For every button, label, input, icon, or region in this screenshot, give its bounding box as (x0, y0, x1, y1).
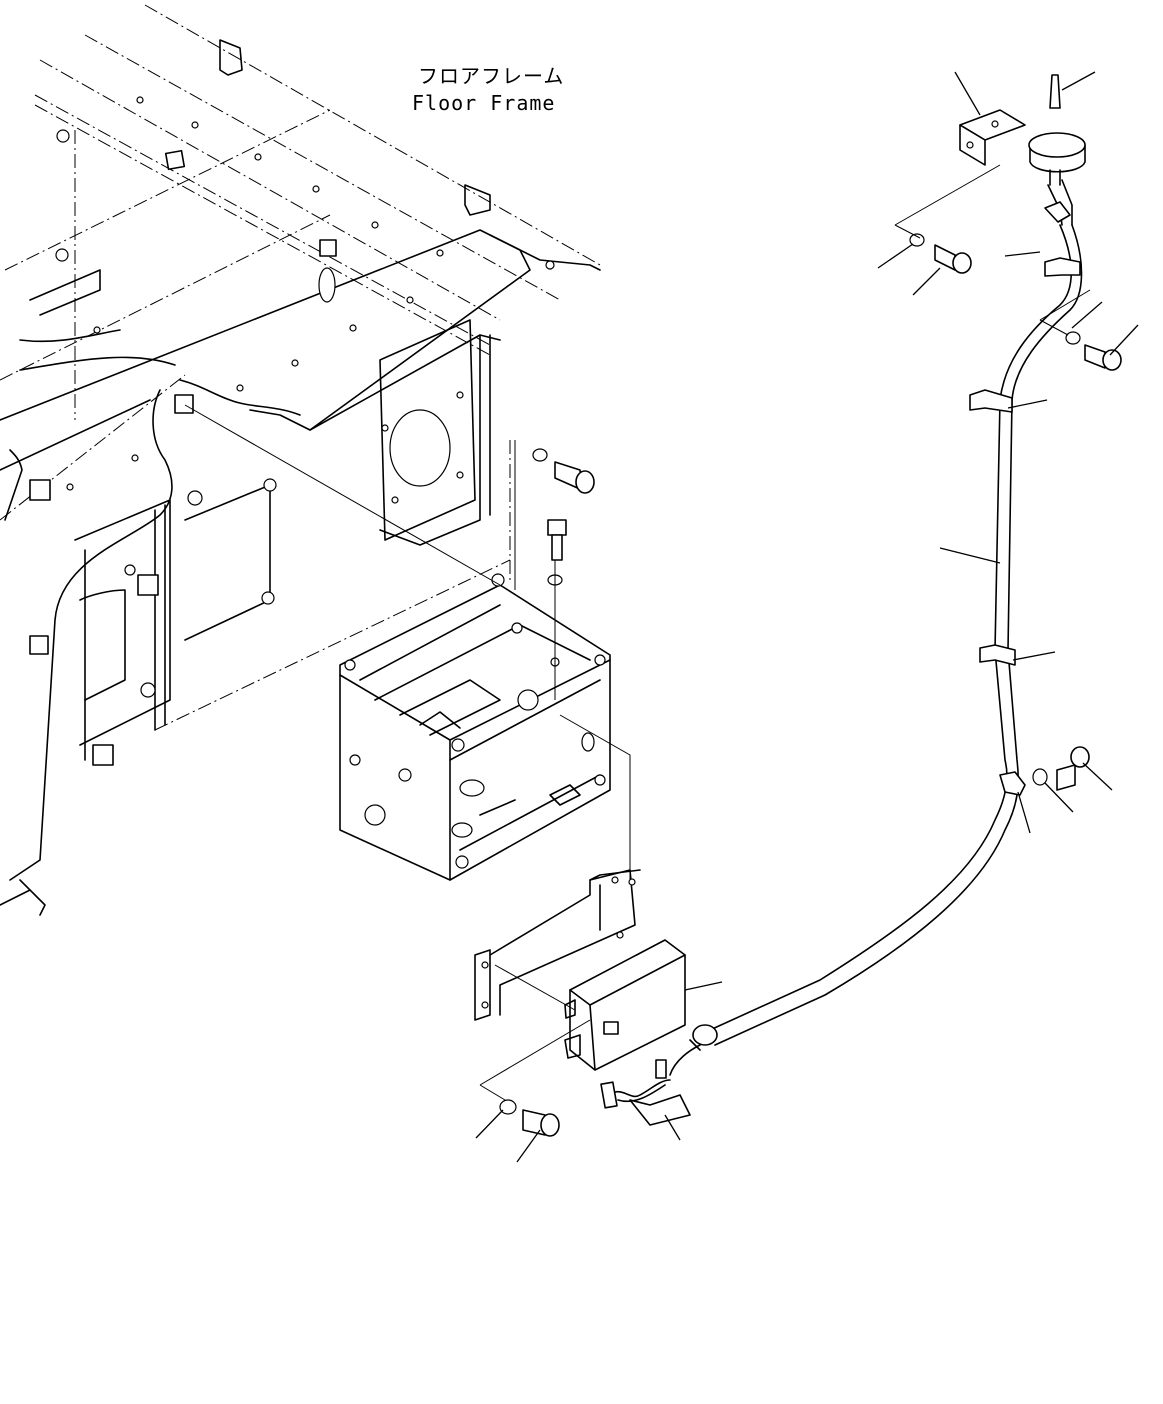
controller-unit (564, 939, 686, 1071)
cable-clamps (969, 201, 1081, 796)
mounting-box (339, 573, 611, 881)
fasteners (499, 233, 1122, 1137)
floor-frame (0, 4, 601, 916)
floor-frame-label-en: Floor Frame (412, 91, 556, 115)
leader-lines (475, 71, 1139, 1163)
floor-frame-label-jp: フロアフレーム (418, 64, 565, 88)
antenna (1028, 74, 1086, 186)
alignment-lines (184, 164, 1091, 1101)
antenna-bracket (959, 109, 1026, 166)
bracket (474, 869, 641, 1021)
antenna-cable (689, 179, 1083, 1051)
